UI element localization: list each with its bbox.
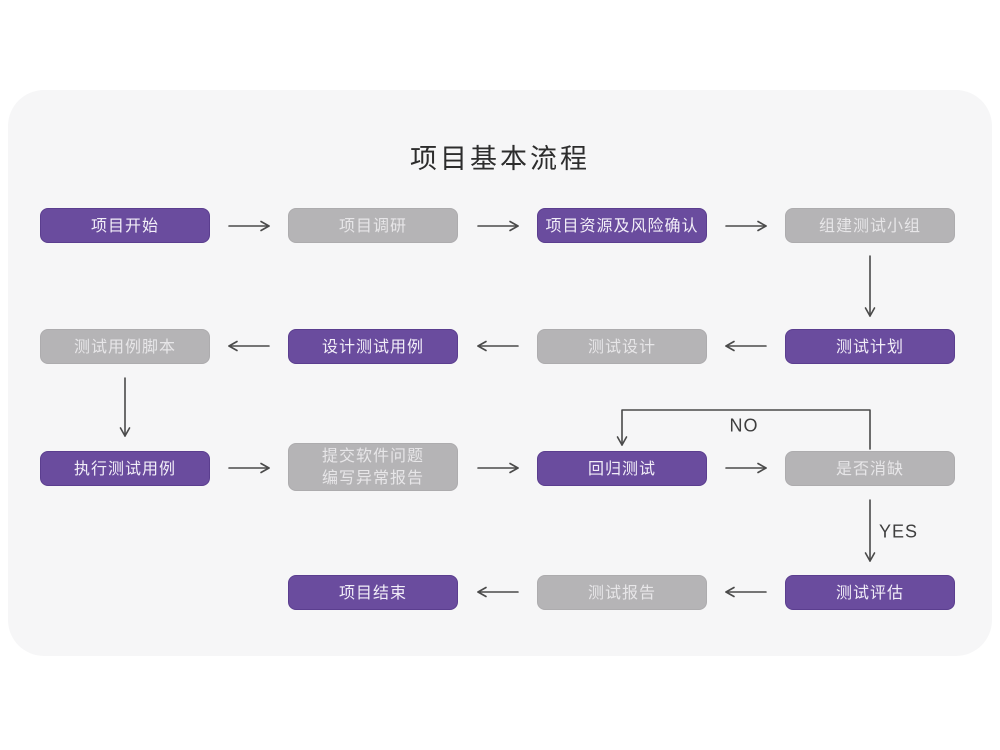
node-submit-issues: 提交软件问题 编写异常报告	[288, 443, 458, 491]
node-defect-cleared: 是否消缺	[785, 451, 955, 486]
flowchart-card	[8, 90, 992, 656]
diagram-title: 项目基本流程	[410, 144, 590, 174]
node-case-scripts: 测试用例脚本	[40, 329, 210, 364]
node-regression-test: 回归测试	[537, 451, 707, 486]
node-execute-cases: 执行测试用例	[40, 451, 210, 486]
edge-label-yes: YES	[879, 521, 919, 542]
node-build-team: 组建测试小组	[785, 208, 955, 243]
node-test-report: 测试报告	[537, 575, 707, 610]
node-submit-issues-line2: 编写异常报告	[321, 470, 424, 487]
node-test-plan: 测试计划	[785, 329, 955, 364]
node-test-evaluation: 测试评估	[785, 575, 955, 610]
node-project-end: 项目结束	[288, 575, 458, 610]
node-submit-issues-line1: 提交软件问题	[321, 448, 424, 465]
edge-label-no: NO	[729, 415, 759, 436]
node-project-research: 项目调研	[288, 208, 458, 243]
node-test-design: 测试设计	[537, 329, 707, 364]
node-resource-risk: 项目资源及风险确认	[537, 208, 707, 243]
node-project-start: 项目开始	[40, 208, 210, 243]
node-design-cases: 设计测试用例	[288, 329, 458, 364]
